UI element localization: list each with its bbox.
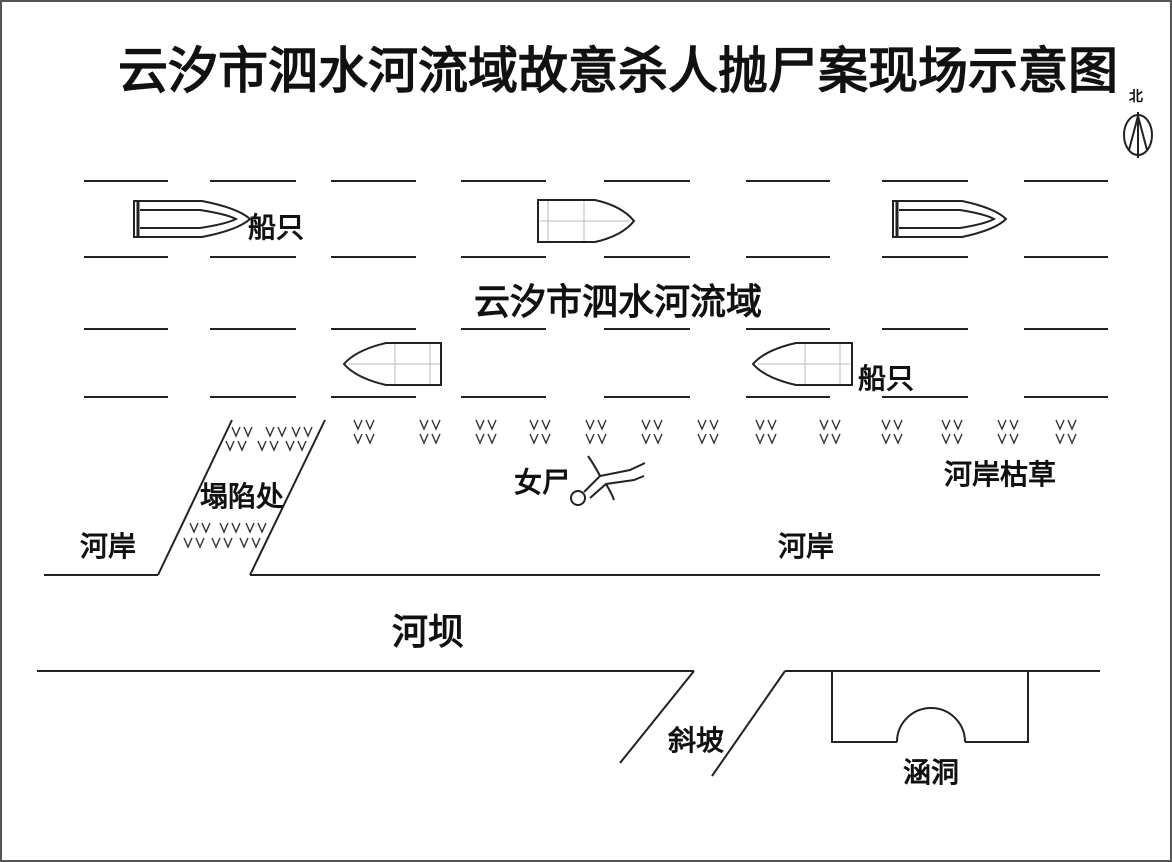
boat-icon: [751, 342, 853, 386]
grass-tuft-icon: [819, 433, 841, 445]
grass-tuft-icon: [641, 433, 663, 445]
grass-tuft-icon: [697, 419, 719, 431]
grass-tuft-icon: [291, 426, 313, 438]
slope-edge-right: [711, 670, 786, 777]
grass-tuft-icon: [881, 419, 903, 431]
grass-tuft-icon: [941, 419, 963, 431]
grass-tuft-icon: [353, 433, 375, 445]
grass-tuft-icon: [475, 419, 497, 431]
river-lane-lines: [84, 180, 1108, 398]
diagram-title: 云汐市泗水河流域故意杀人抛尸案现场示意图: [118, 42, 1118, 100]
collapse-edge-right: [249, 419, 326, 576]
boat-icon: [133, 200, 252, 238]
boat-icon: [537, 199, 636, 243]
grass-tufts: [183, 419, 1077, 549]
grass-tuft-icon: [997, 433, 1019, 445]
grass-tuft-icon: [285, 440, 307, 452]
grass-tuft-icon: [585, 433, 607, 445]
grass-tuft-icon: [697, 433, 719, 445]
grass-tuft-icon: [257, 440, 279, 452]
grass-tuft-icon: [1055, 419, 1077, 431]
body-label: 女尸: [514, 466, 570, 499]
grass-tuft-icon: [941, 433, 963, 445]
culvert-icon: [831, 671, 1029, 743]
grass-tuft-icon: [529, 419, 551, 431]
grass-tuft-icon: [1055, 433, 1077, 445]
body-figure-icon: [570, 455, 646, 506]
bank-label-right: 河岸: [778, 530, 834, 563]
grass-tuft-icon: [641, 419, 663, 431]
grass-tuft-icon: [189, 522, 211, 534]
grass-tuft-icon: [419, 433, 441, 445]
grass-tuft-icon: [211, 537, 233, 549]
culvert-label: 涵洞: [903, 756, 959, 789]
grass-tuft-icon: [755, 433, 777, 445]
grass-tuft-icon: [881, 433, 903, 445]
grass-tuft-icon: [819, 419, 841, 431]
withered-grass-label: 河岸枯草: [944, 458, 1056, 491]
grass-tuft-icon: [245, 522, 267, 534]
grass-tuft-icon: [755, 419, 777, 431]
boat-label-bottom: 船只: [858, 362, 914, 395]
grass-tuft-icon: [529, 433, 551, 445]
grass-tuft-icon: [183, 537, 205, 549]
grass-tuft-icon: [353, 419, 375, 431]
grass-tuft-icon: [219, 522, 241, 534]
river-label: 云汐市泗水河流域: [474, 282, 762, 323]
north-label: 北: [1129, 89, 1143, 105]
grass-tuft-icon: [225, 440, 247, 452]
collapse-edge-left: [157, 419, 233, 576]
grass-tuft-icon: [997, 419, 1019, 431]
grass-tuft-icon: [239, 537, 261, 549]
grass-tuft-icon: [419, 419, 441, 431]
grass-tuft-icon: [265, 426, 287, 438]
boat-label-top: 船只: [248, 211, 304, 244]
collapse-label: 塌陷处: [200, 480, 284, 513]
bank-label-left: 河岸: [80, 530, 136, 563]
slope-edge-left: [619, 670, 695, 764]
boat-icon: [342, 342, 442, 386]
grass-tuft-icon: [585, 419, 607, 431]
grass-tuft-icon: [231, 426, 253, 438]
grass-tuft-icon: [475, 433, 497, 445]
boat-icon: [892, 200, 1008, 238]
slope-label: 斜坡: [668, 724, 724, 757]
dam-label: 河坝: [392, 612, 464, 653]
north-arrow-icon: 北: [1123, 89, 1153, 158]
